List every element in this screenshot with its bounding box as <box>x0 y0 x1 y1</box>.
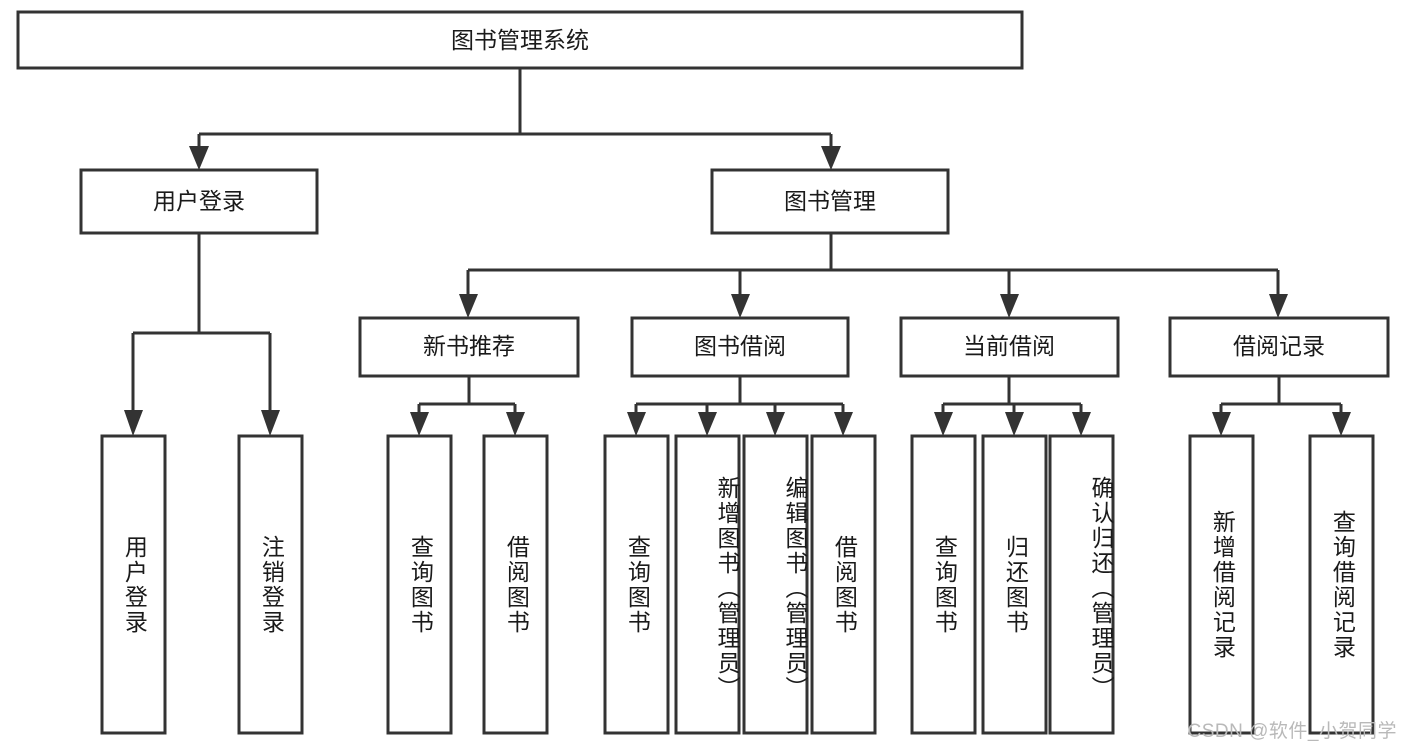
node-box-leaf-borrow-book-2[interactable] <box>810 434 877 735</box>
connector-group-borrow-record <box>1212 376 1351 436</box>
arrow-head-user-login-to-leaf-2 <box>261 410 280 436</box>
connector-group-root <box>189 68 841 170</box>
node-label-book-management: 图书管理 <box>784 188 876 214</box>
node-box-borrow-record[interactable] <box>1168 316 1390 378</box>
arrow-head-root-to-book-management <box>821 146 841 170</box>
node-label-new-book-recommend: 新书推荐 <box>423 333 515 359</box>
node-box-leaf-query-book-3[interactable] <box>910 434 977 735</box>
node-label-book-borrow: 图书借阅 <box>694 333 786 359</box>
arrow-head-bb-to-leaf-1 <box>627 412 646 436</box>
arrow-head-cb-to-leaf-2 <box>1005 412 1024 436</box>
arrow-head-bb-to-leaf-4 <box>834 412 853 436</box>
node-box-leaf-add-borrow-record[interactable] <box>1188 434 1255 735</box>
arrow-head-nbr-to-leaf-1 <box>410 412 429 436</box>
node-box-leaf-edit-book-admin[interactable] <box>742 434 809 735</box>
node-box-leaf-add-book-admin[interactable] <box>674 434 741 735</box>
arrow-head-user-login-to-leaf-1 <box>124 410 143 436</box>
node-box-user-login[interactable] <box>79 168 319 235</box>
arrow-head-bb-to-leaf-3 <box>766 412 785 436</box>
node-box-leaf-return-book[interactable] <box>981 434 1048 735</box>
node-label-root: 图书管理系统 <box>451 27 589 53</box>
arrow-head-bm-to-current-borrow <box>1000 294 1019 318</box>
node-box-leaf-borrow-book-1[interactable] <box>482 434 549 735</box>
connector-group-book-management <box>459 233 1288 318</box>
arrow-head-bb-to-leaf-2 <box>698 412 717 436</box>
node-box-leaf-query-borrow-record[interactable] <box>1308 434 1375 735</box>
node-box-current-borrow[interactable] <box>899 316 1120 378</box>
node-box-leaf-query-book-1[interactable] <box>386 434 453 735</box>
connector-group-new-book-recommend <box>410 376 525 436</box>
connector-group-current-borrow <box>934 376 1091 436</box>
arrow-head-br-to-leaf-1 <box>1212 412 1231 436</box>
node-box-leaf-confirm-return-admin[interactable] <box>1048 434 1115 735</box>
node-box-book-borrow[interactable] <box>630 316 850 378</box>
node-box-book-management[interactable] <box>710 168 950 235</box>
arrow-head-bm-to-new-book <box>459 294 478 318</box>
node-label-borrow-record: 借阅记录 <box>1233 333 1325 359</box>
arrow-head-bm-to-borrow-record <box>1269 294 1288 318</box>
node-box-new-book-recommend[interactable] <box>358 316 580 378</box>
node-box-leaf-user-login[interactable] <box>100 434 167 735</box>
node-boxes-layer <box>16 10 1390 735</box>
node-label-current-borrow: 当前借阅 <box>963 333 1055 359</box>
arrow-head-nbr-to-leaf-2 <box>506 412 525 436</box>
arrow-head-cb-to-leaf-1 <box>934 412 953 436</box>
arrow-head-root-to-user-login <box>189 146 209 170</box>
node-box-leaf-logout-login[interactable] <box>237 434 304 735</box>
node-label-user-login: 用户登录 <box>153 188 245 214</box>
connector-group-user-login <box>124 233 280 436</box>
arrow-head-cb-to-leaf-3 <box>1072 412 1091 436</box>
node-labels-horizontal: 图书管理系统 用户登录 图书管理 新书推荐 图书借阅 当前借阅 借阅记录 <box>153 27 1325 359</box>
arrow-head-bm-to-book-borrow <box>731 294 750 318</box>
node-box-root[interactable] <box>16 10 1024 70</box>
connector-group-book-borrow <box>627 376 853 436</box>
csdn-watermark: CSDN @软件_小贺同学 <box>1187 721 1397 742</box>
node-box-leaf-query-book-2[interactable] <box>603 434 670 735</box>
arrow-head-br-to-leaf-2 <box>1332 412 1351 436</box>
